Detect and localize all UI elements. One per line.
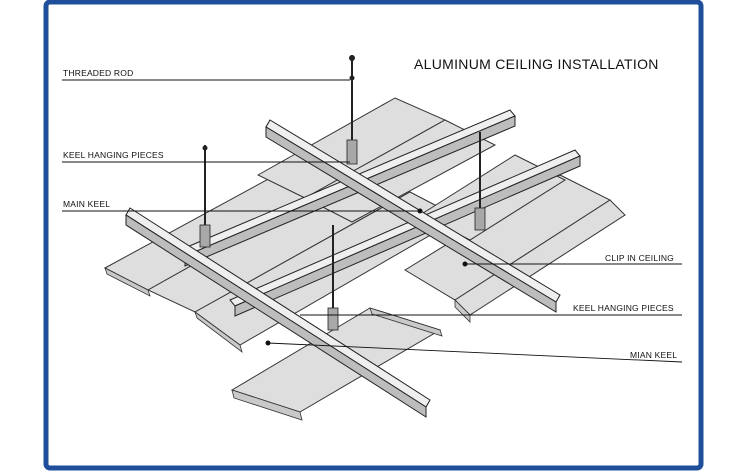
cross-keel-side — [125, 214, 427, 418]
label-main-keel: MAIN KEEL — [63, 199, 110, 209]
leader-dot — [265, 340, 271, 346]
keel-hanging-piece — [474, 207, 486, 231]
detached-panel-flange — [231, 389, 303, 421]
leader-lines — [62, 79, 683, 363]
label-keel-hanging-pieces-left: KEEL HANGING PIECES — [63, 150, 164, 160]
threaded-rods — [199, 55, 486, 331]
label-threaded-rod: THREADED ROD — [63, 68, 133, 78]
cross-keel-side — [265, 126, 557, 313]
diagram-title: ALUMINUM CEILING INSTALLATION — [414, 56, 659, 72]
panel-flange — [454, 299, 471, 323]
main-keel-side — [234, 155, 581, 317]
keel-hanging-piece — [327, 307, 339, 331]
label-mian-keel: MIAN KEEL — [630, 350, 677, 360]
rod-nut — [349, 55, 355, 61]
label-clip-in-ceiling: CLIP IN CEILING — [605, 253, 674, 263]
leader-mian-keel — [267, 342, 683, 363]
panel-flange — [104, 267, 151, 297]
label-keel-hanging-pieces-right: KEEL HANGING PIECES — [573, 303, 674, 313]
leader-dot — [417, 208, 423, 214]
keel-hanging-piece — [346, 139, 358, 165]
rod-nut — [349, 75, 355, 81]
panel-flange — [194, 310, 243, 354]
keel-hanging-piece — [199, 224, 211, 248]
rod-nut — [202, 145, 208, 151]
leader-dot — [462, 261, 468, 267]
